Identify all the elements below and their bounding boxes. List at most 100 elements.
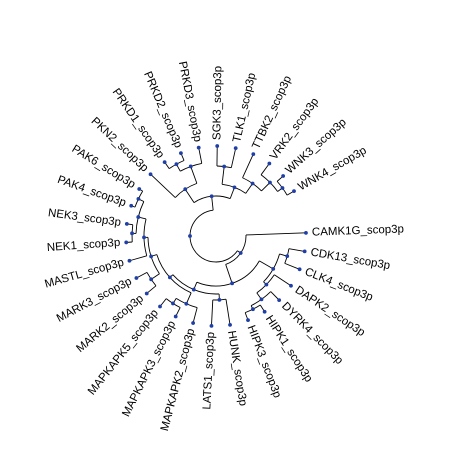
leaf-node bbox=[304, 230, 308, 235]
leaf-branch bbox=[225, 299, 231, 325]
internal-node bbox=[149, 277, 154, 282]
internal-node bbox=[271, 266, 276, 271]
leaf-node bbox=[127, 258, 132, 263]
internal-node bbox=[167, 275, 172, 280]
internal-node bbox=[136, 215, 141, 219]
leaf-branch bbox=[136, 272, 148, 279]
internal-node bbox=[130, 231, 134, 236]
leaf-node bbox=[281, 174, 286, 178]
leaf-branch bbox=[230, 148, 237, 168]
internal-branch bbox=[245, 183, 253, 194]
leaf-branch bbox=[288, 248, 305, 252]
leaf-node bbox=[228, 322, 232, 327]
leaf-node bbox=[297, 267, 302, 272]
leaf-node bbox=[215, 144, 220, 148]
leaf-node bbox=[246, 318, 250, 323]
leaf-branch bbox=[274, 274, 292, 287]
leaf-label: PRKD3_scop3p bbox=[176, 60, 204, 143]
leaf-node bbox=[209, 323, 214, 328]
leaf-node bbox=[191, 321, 196, 325]
internal-branch bbox=[211, 196, 214, 211]
leaf-branch bbox=[146, 285, 157, 294]
leaf-node bbox=[267, 161, 272, 166]
leaf-labels: CAMK1G_scop3pCDK13_scop3pCLK4_scop3pDAPK… bbox=[43, 60, 404, 432]
internal-branch bbox=[190, 166, 198, 184]
leaf-branch bbox=[192, 307, 198, 324]
internal-node bbox=[188, 164, 193, 169]
leaf-branch bbox=[129, 255, 147, 262]
leaf-node bbox=[173, 314, 178, 319]
internal-node bbox=[250, 181, 255, 186]
leaf-branch bbox=[198, 147, 203, 164]
leaf-branch bbox=[245, 232, 306, 236]
leaf-node bbox=[302, 249, 307, 254]
leaf-node bbox=[262, 309, 267, 314]
internal-node bbox=[191, 287, 196, 292]
root-arc bbox=[189, 209, 238, 263]
leaf-node bbox=[144, 291, 149, 296]
leaf-label: HUNK_scop3p bbox=[225, 330, 249, 407]
internal-node bbox=[264, 282, 269, 287]
leaf-node bbox=[124, 221, 129, 226]
leaf-node bbox=[289, 283, 293, 288]
leaf-node bbox=[179, 151, 183, 156]
internal-node bbox=[183, 187, 188, 192]
leaf-label: NEK3_scop3p bbox=[47, 207, 121, 229]
clade-arc bbox=[196, 260, 260, 287]
internal-node bbox=[259, 297, 264, 302]
internal-node bbox=[142, 235, 146, 240]
leaf-node bbox=[277, 298, 282, 303]
clade-arc bbox=[225, 234, 247, 265]
internal-branch bbox=[185, 292, 192, 304]
internal-node bbox=[209, 194, 214, 199]
internal-node bbox=[238, 251, 243, 255]
internal-branch bbox=[225, 264, 233, 284]
leaf-node bbox=[134, 276, 139, 280]
clade-arc bbox=[156, 254, 192, 294]
leaf-branch bbox=[270, 291, 280, 301]
internal-node bbox=[285, 254, 290, 259]
leaf-node bbox=[292, 189, 296, 194]
internal-node bbox=[184, 301, 189, 306]
leaf-branch bbox=[260, 163, 270, 176]
tree-nodes bbox=[124, 144, 308, 328]
internal-node bbox=[149, 254, 154, 259]
internal-node bbox=[230, 281, 235, 286]
internal-node bbox=[232, 185, 237, 190]
leaf-node bbox=[158, 304, 162, 309]
internal-branch bbox=[184, 188, 195, 203]
internal-branch bbox=[229, 187, 235, 199]
internal-node bbox=[136, 197, 141, 201]
internal-node bbox=[217, 298, 222, 302]
leaf-node bbox=[162, 160, 167, 164]
internal-branch bbox=[221, 166, 225, 185]
leaf-node bbox=[124, 240, 129, 245]
leaf-node bbox=[137, 187, 142, 191]
leaf-node bbox=[251, 152, 256, 157]
leaf-label: MAPKAPK5_scop3p bbox=[86, 307, 161, 397]
leaf-label: CAMK1G_scop3p bbox=[312, 223, 404, 238]
leaf-label: CDK13_scop3p bbox=[310, 247, 391, 273]
internal-node bbox=[222, 164, 227, 169]
leaf-label: NEK1_scop3p bbox=[46, 237, 120, 254]
internal-node bbox=[251, 307, 255, 312]
leaf-branch bbox=[150, 173, 176, 198]
internal-branch bbox=[261, 182, 271, 192]
internal-node bbox=[171, 301, 175, 306]
leaf-label: SGK3_scop3p bbox=[211, 66, 224, 140]
internal-node bbox=[268, 180, 272, 185]
leaf-node bbox=[129, 203, 134, 208]
leaf-label: LATS1_scop3p bbox=[201, 332, 217, 410]
leaf-node bbox=[196, 145, 201, 150]
leaf-branch bbox=[242, 153, 254, 178]
root-node bbox=[188, 234, 192, 238]
leaf-branch bbox=[211, 299, 214, 326]
leaf-label: TLK1_scop3p bbox=[231, 72, 258, 144]
leaf-node bbox=[233, 146, 238, 151]
leaf-node bbox=[148, 172, 153, 177]
internal-node bbox=[280, 186, 285, 190]
internal-node bbox=[174, 162, 179, 167]
leaf-branch bbox=[284, 262, 300, 270]
